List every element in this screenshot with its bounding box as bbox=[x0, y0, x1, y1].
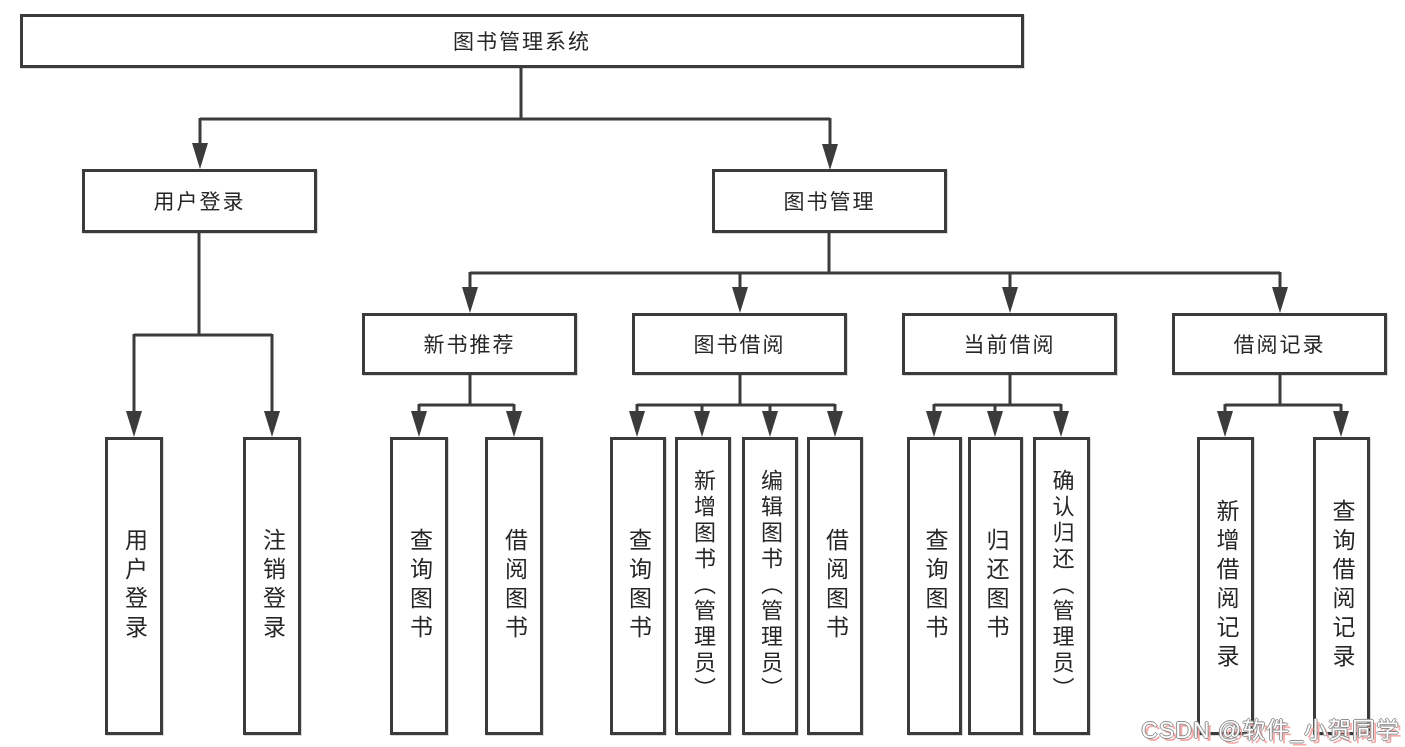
node-root-system: 图书管理系统 bbox=[20, 14, 1024, 68]
leaf-query-book-borrow: 查询图书 bbox=[610, 437, 666, 735]
leaf-borrow-book-recommend-label: 借阅图书 bbox=[501, 528, 528, 644]
leaf-query-book-recommend-label: 查询图书 bbox=[406, 528, 433, 644]
leaf-borrow-book: 借阅图书 bbox=[807, 437, 863, 735]
node-book-borrow: 图书借阅 bbox=[632, 313, 847, 375]
leaf-query-borrow-record: 查询借阅记录 bbox=[1313, 437, 1370, 735]
node-user-login: 用户登录 bbox=[82, 169, 317, 233]
leaf-borrow-book-label: 借阅图书 bbox=[822, 528, 849, 644]
leaf-return-book-label: 归还图书 bbox=[983, 528, 1009, 644]
leaf-query-book-recommend: 查询图书 bbox=[390, 437, 448, 735]
leaf-borrow-book-recommend: 借阅图书 bbox=[485, 437, 543, 735]
node-current-borrow-label: 当前借阅 bbox=[963, 334, 1056, 357]
leaf-add-borrow-record-label: 新增借阅记录 bbox=[1213, 499, 1239, 673]
node-book-management: 图书管理 bbox=[712, 169, 947, 233]
node-new-book-recommend: 新书推荐 bbox=[362, 313, 577, 375]
node-borrow-record: 借阅记录 bbox=[1172, 313, 1387, 375]
csdn-watermark: CSDN @软件_小贺同学 bbox=[1141, 717, 1400, 743]
leaf-query-book-borrow-label: 查询图书 bbox=[625, 528, 652, 644]
leaf-confirm-return-admin-label: 确认归还（管理员） bbox=[1049, 469, 1075, 703]
leaf-confirm-return-admin: 确认归还（管理员） bbox=[1033, 437, 1090, 735]
node-current-borrow: 当前借阅 bbox=[902, 313, 1117, 375]
node-borrow-record-label: 借阅记录 bbox=[1233, 334, 1326, 357]
node-book-management-label: 图书管理 bbox=[783, 191, 876, 214]
node-new-book-recommend-label: 新书推荐 bbox=[423, 334, 516, 357]
leaf-return-book: 归还图书 bbox=[968, 437, 1023, 735]
node-user-login-label: 用户登录 bbox=[153, 191, 246, 214]
leaf-query-book-current: 查询图书 bbox=[907, 437, 962, 735]
leaf-user-login-label: 用户登录 bbox=[121, 528, 148, 644]
arrowheads bbox=[126, 143, 1349, 437]
leaf-add-book-admin-label: 新增图书（管理员） bbox=[691, 469, 716, 703]
leaf-query-book-current-label: 查询图书 bbox=[922, 528, 948, 644]
leaf-logout-label: 注销登录 bbox=[259, 528, 286, 644]
node-root-label: 图书管理系统 bbox=[453, 31, 591, 54]
leaf-edit-book-admin: 编辑图书（管理员） bbox=[742, 437, 798, 735]
node-book-borrow-label: 图书借阅 bbox=[693, 334, 786, 357]
leaf-user-login: 用户登录 bbox=[105, 437, 163, 735]
leaf-add-borrow-record: 新增借阅记录 bbox=[1197, 437, 1254, 735]
leaf-add-book-admin: 新增图书（管理员） bbox=[675, 437, 731, 735]
leaf-query-borrow-record-label: 查询借阅记录 bbox=[1329, 499, 1355, 673]
leaf-logout: 注销登录 bbox=[243, 437, 301, 735]
leaf-edit-book-admin-label: 编辑图书（管理员） bbox=[758, 469, 783, 703]
